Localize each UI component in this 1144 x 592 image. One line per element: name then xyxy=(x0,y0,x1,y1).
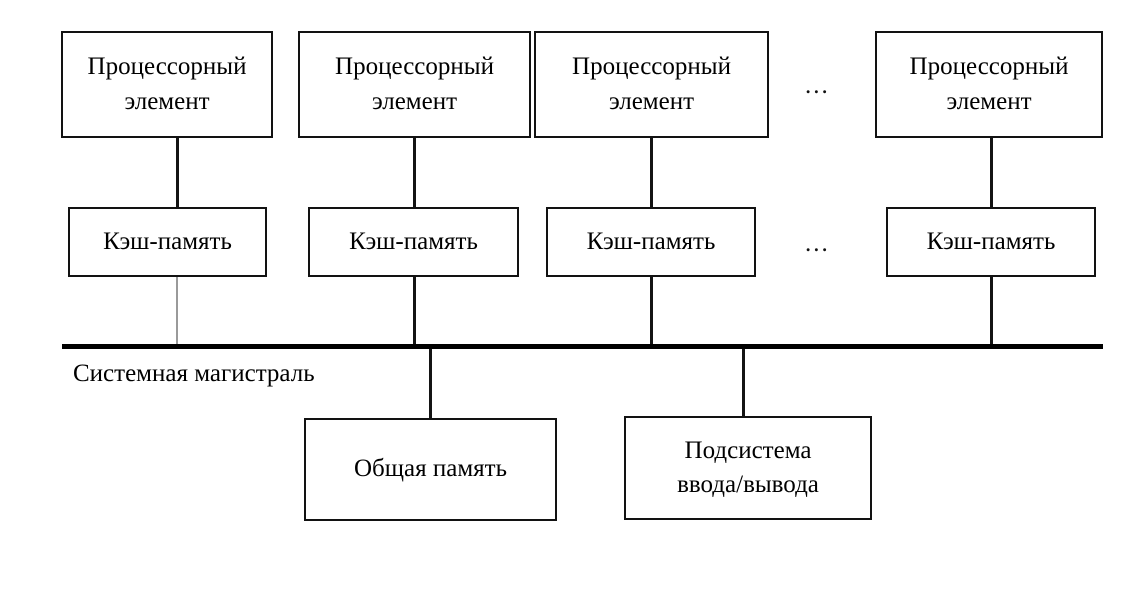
processor-row-ellipsis: ... xyxy=(805,72,830,99)
connector-bus-to-io-subsystem xyxy=(742,348,745,417)
processor-element-box-2: Процессорный элемент xyxy=(298,31,531,138)
connector-cache-to-bus-3 xyxy=(650,276,653,346)
connector-bus-to-shared-memory xyxy=(429,348,432,419)
connector-processor-to-cache-2 xyxy=(413,137,416,208)
io-subsystem-label-line1: Подсистема xyxy=(684,436,812,464)
cache-memory-label: Кэш-память xyxy=(926,227,1056,255)
processor-element-label-line2: элемент xyxy=(608,87,695,115)
processor-element-label-line1: Процессорный xyxy=(909,53,1069,80)
cache-memory-label: Кэш-память xyxy=(103,227,232,255)
connector-cache-to-bus-4 xyxy=(990,276,993,346)
processor-element-label-line1: Процессорный xyxy=(335,53,494,80)
connector-cache-to-bus-1 xyxy=(176,276,178,346)
processor-element-box-3: Процессорный элемент xyxy=(534,31,769,138)
cache-row-ellipsis: ... xyxy=(805,230,830,257)
processor-element-label-line2: элемент xyxy=(371,87,458,115)
io-subsystem-label-line2: ввода/вывода xyxy=(677,471,819,498)
processor-element-label-line2: элемент xyxy=(946,87,1032,115)
cache-memory-label: Кэш-память xyxy=(586,227,716,255)
cache-memory-box-2: Кэш-память xyxy=(308,207,519,277)
connector-cache-to-bus-2 xyxy=(413,276,416,346)
connector-processor-to-cache-3 xyxy=(650,137,653,208)
io-subsystem-box: Подсистема ввода/вывода xyxy=(624,416,872,520)
processor-element-label-line1: Процессорный xyxy=(87,53,247,80)
connector-processor-to-cache-1 xyxy=(176,137,179,208)
processor-element-label-line1: Процессорный xyxy=(572,53,731,80)
system-bus-label: Системная магистраль xyxy=(73,360,315,387)
system-bus-line xyxy=(62,344,1103,349)
processor-element-label-line2: элемент xyxy=(124,87,210,115)
connector-processor-to-cache-4 xyxy=(990,137,993,208)
cache-memory-label: Кэш-память xyxy=(349,227,478,255)
processor-element-box-1: Процессорный элемент xyxy=(61,31,273,138)
shared-memory-label: Общая память xyxy=(354,455,507,483)
shared-memory-box: Общая память xyxy=(304,418,557,521)
cache-memory-box-1: Кэш-память xyxy=(68,207,267,277)
processor-element-box-4: Процессорный элемент xyxy=(875,31,1103,138)
cache-memory-box-3: Кэш-память xyxy=(546,207,756,277)
cache-memory-box-4: Кэш-память xyxy=(886,207,1096,277)
